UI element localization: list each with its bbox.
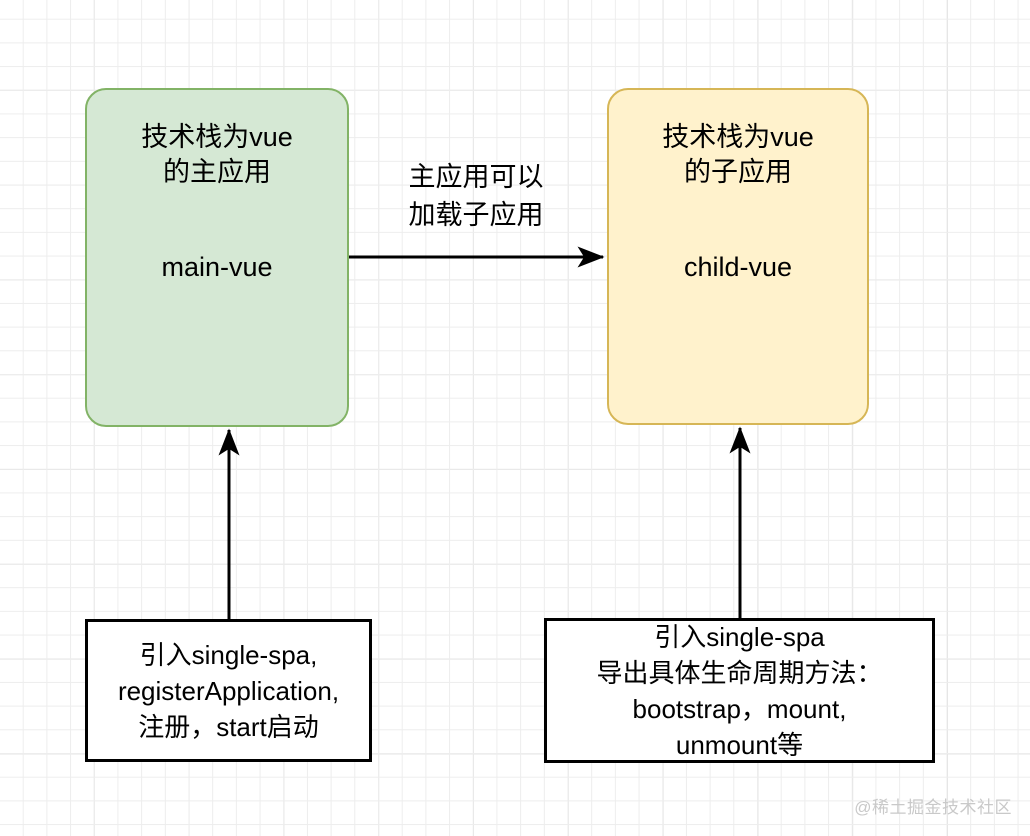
node-child-app[interactable]: 技术栈为vue 的子应用 child-vue (607, 88, 869, 425)
node-child-app-title: 技术栈为vue 的子应用 (662, 122, 814, 187)
node-main-app-title: 技术栈为vue 的主应用 (141, 122, 293, 187)
node-main-app[interactable]: 技术栈为vue 的主应用 main-vue (85, 88, 349, 427)
node-main-note-text: 引入single-spa, registerApplication, 注册，st… (117, 639, 340, 742)
edge-label-main-to-child: 主应用可以 加载子应用 (408, 162, 544, 230)
node-child-note[interactable]: 引入single-spa 导出具体生命周期方法： bootstrap，mount… (544, 618, 935, 763)
node-main-note[interactable]: 引入single-spa, registerApplication, 注册，st… (85, 619, 372, 762)
watermark: @稀土掘金技术社区 (854, 798, 1012, 817)
node-child-app-subtitle: child-vue (683, 252, 793, 282)
node-child-note-text: 引入single-spa 导出具体生命周期方法： bootstrap，mount… (596, 621, 883, 760)
node-main-app-subtitle: main-vue (161, 252, 273, 282)
